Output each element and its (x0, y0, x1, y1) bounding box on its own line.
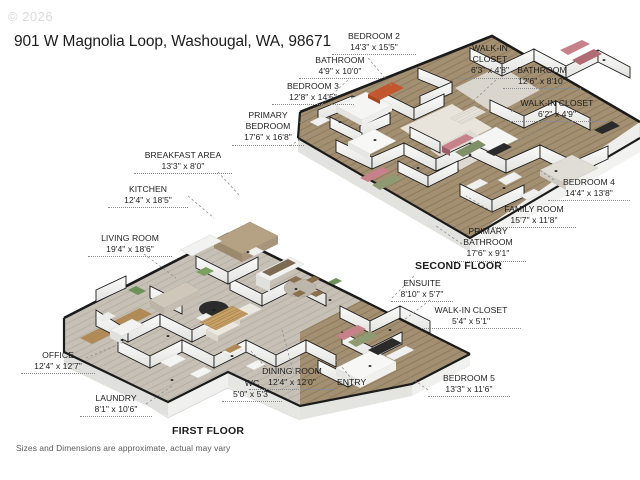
living-room-furniture (128, 267, 263, 342)
second-floor-mass (296, 34, 640, 252)
room-label-primary-bedroom: PRIMARY BEDROOM 17'6" x 16'8" (232, 110, 304, 146)
room-label-bathroom-right: BATHROOM 12'6" x 8'10" (503, 65, 581, 90)
bedroom5-bed (335, 349, 397, 388)
leader-lines (85, 57, 561, 405)
room-label-walk-in-closet-3: WALK-IN CLOSET 5'4" x 5'1" (421, 305, 521, 330)
room-label-bedroom-2: BEDROOM 2 14'3" x 15'5" (332, 31, 416, 56)
copyright-watermark: © 2026 (8, 9, 54, 24)
room-label-dining-room: DINING ROOM 12'4" x 12'0" (249, 366, 335, 391)
room-label-entry: ENTRY (337, 377, 367, 387)
staircase-second (449, 105, 487, 125)
room-label-bedroom-3: BEDROOM 3 12'8" x 14'5" (272, 81, 354, 106)
room-label-bedroom-4: BEDROOM 4 14'4" x 13'8" (548, 177, 630, 202)
room-label-walk-in-closet-1: WALK-IN CLOSET 6'3" x 4'8" (457, 43, 523, 79)
room-label-kitchen: KITCHEN 12'4" x 18'5" (108, 184, 188, 209)
floor-caption-first: FIRST FLOOR (172, 425, 245, 437)
room-label-primary-bathroom: PRIMARY BATHROOM 17'6" x 9'1" (450, 226, 526, 262)
dining-table (283, 276, 342, 298)
room-label-office: OFFICE 12'4" x 12'7" (21, 350, 95, 375)
kitchen-island (213, 221, 279, 262)
room-label-bathroom-upper: BATHROOM 4'9" x 10'0" (299, 55, 381, 80)
room-label-breakfast-area: BREAKFAST AREA 13'3" x 8'0" (134, 150, 232, 175)
first-floor-mass (62, 221, 471, 421)
room-label-ensuite: ENSUITE 8'10" x 5'7" (391, 278, 453, 303)
room-label-walk-in-closet-2: WALK-IN CLOSET 6'2" x 4'9" (507, 98, 607, 123)
room-label-bedroom-5: BEDROOM 5 13'3" x 11'6" (428, 373, 510, 398)
room-label-laundry: LAUNDRY 8'1" x 10'6" (80, 393, 152, 418)
page-title: 901 W Magnolia Loop, Washougal, WA, 9867… (14, 33, 331, 50)
closet-clothes (360, 40, 602, 190)
room-label-wc: WC 5'0" x 5'3" (222, 378, 282, 403)
floor-caption-second: SECOND FLOOR (415, 260, 502, 272)
room-label-living-room: LIVING ROOM 19'4" x 18'6" (88, 233, 172, 258)
staircase-first (196, 305, 249, 331)
disclaimer-text: Sizes and Dimensions are approximate, ac… (16, 443, 231, 453)
room-label-family-room: FAMILY ROOM 15'7" x 11'8" (492, 204, 576, 229)
